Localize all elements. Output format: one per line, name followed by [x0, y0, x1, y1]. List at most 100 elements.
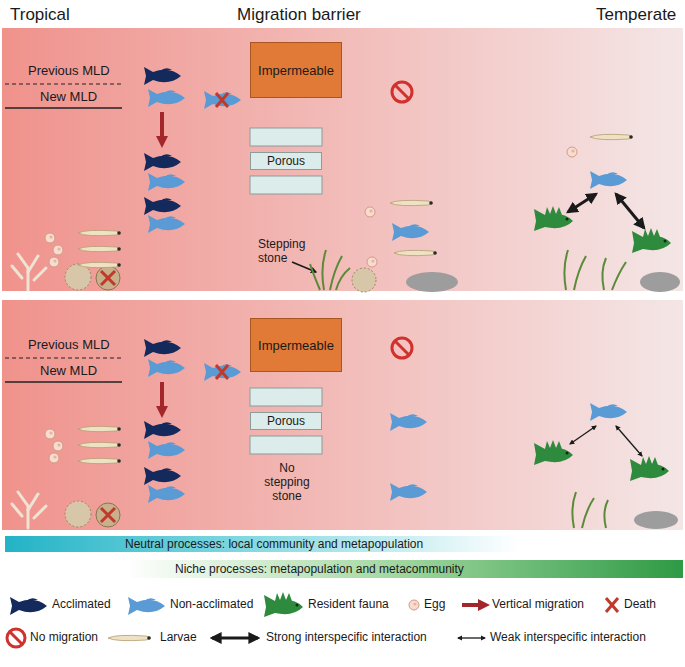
- acclimated-fish: [144, 67, 181, 85]
- grass-blade: [574, 256, 586, 290]
- brain-coral: [65, 264, 91, 290]
- non-acclimated-fish: [590, 403, 627, 421]
- vertical-migration-arrow: [160, 112, 164, 142]
- coral-branch: [34, 268, 46, 280]
- panel-bg: [2, 300, 683, 530]
- death-mark: [216, 365, 228, 379]
- non-acclimated-fish: [148, 215, 185, 233]
- annotation: No stepping stone: [256, 462, 318, 503]
- egg: [53, 441, 63, 451]
- brain-coral: [65, 501, 91, 527]
- node-text: Porous: [267, 414, 305, 428]
- node-text: Impermeable: [258, 338, 334, 353]
- non-acclimated-fish: [148, 89, 185, 107]
- resident-fish: [630, 456, 669, 481]
- egg: [365, 207, 375, 217]
- branching-coral: [12, 492, 46, 528]
- death-mark: [216, 93, 228, 107]
- vertical-migration-arrow: [160, 382, 164, 412]
- strong-interaction: [616, 194, 644, 228]
- egg: [45, 429, 55, 439]
- barrier-slab: Porous: [250, 152, 322, 170]
- no-migration-ring: [392, 82, 412, 102]
- larva: [78, 246, 121, 251]
- seagrass: [572, 492, 608, 528]
- legend-non-acclimated: [128, 597, 165, 615]
- larva: [390, 200, 433, 205]
- grass-blade: [582, 498, 594, 528]
- death-stroke: [216, 365, 228, 379]
- legend-text: Vertical migration: [492, 598, 584, 612]
- legend-resident: [264, 592, 303, 617]
- legend-death: [606, 598, 618, 612]
- weak-interaction: [570, 426, 596, 444]
- non-acclimated-fish: [148, 485, 185, 503]
- larva: [78, 458, 121, 463]
- coral-branch: [12, 266, 22, 278]
- legend-text: Egg: [424, 598, 445, 612]
- process-band: Niche processes: metapopulation and meta…: [125, 560, 683, 578]
- rock: [640, 272, 680, 292]
- larva: [78, 230, 121, 235]
- non-acclimated-fish: [148, 359, 185, 377]
- non-acclimated-fish: [390, 483, 427, 501]
- dead-coral: [96, 266, 120, 290]
- depth-label: Previous MLD: [28, 64, 110, 79]
- non-acclimated-fish: [390, 413, 427, 431]
- egg: [49, 453, 59, 463]
- weak-interaction: [616, 426, 642, 456]
- depth-label: New MLD: [40, 90, 97, 105]
- rock: [406, 272, 458, 292]
- branching-coral: [12, 254, 46, 290]
- legend-no-migration: [7, 629, 25, 647]
- new-mld-line: [5, 381, 122, 383]
- non-acclimated-fish: [148, 441, 185, 459]
- non-acclimated-fish: [148, 173, 185, 191]
- non-acclimated-fish: [590, 171, 627, 189]
- barrier-slab: [250, 176, 322, 194]
- legend-no-migration-slash: [10, 632, 22, 644]
- legend-text: Larvae: [160, 631, 197, 645]
- non-acclimated-fish: [392, 223, 429, 241]
- legend-larva: [108, 635, 151, 640]
- death-stroke: [101, 508, 115, 522]
- depth-label: New MLD: [40, 364, 97, 379]
- death-stroke: [101, 271, 115, 285]
- non-acclimated-fish: [204, 363, 241, 381]
- acclimated-fish: [144, 197, 181, 215]
- node-text: Porous: [267, 154, 305, 168]
- death-mark: [101, 508, 115, 522]
- no-migration-symbol: [392, 82, 412, 102]
- legend-migration-arrow: [462, 603, 484, 607]
- depth-label: Previous MLD: [28, 338, 110, 353]
- bottom-panel: [2, 300, 683, 530]
- strong-interaction: [568, 194, 596, 212]
- dead-coral: [96, 503, 120, 527]
- node-text: Impermeable: [258, 63, 334, 78]
- death-stroke: [101, 271, 115, 285]
- death-stroke: [216, 93, 228, 107]
- barrier-box: Impermeable: [250, 42, 342, 98]
- barrier-slab: [250, 388, 322, 406]
- larva: [78, 442, 121, 447]
- larva: [78, 262, 121, 267]
- coral-branch: [28, 494, 38, 510]
- node-text: Niche processes: metapopulation and meta…: [175, 562, 464, 576]
- resident-fish: [534, 206, 573, 231]
- resident-fish: [534, 440, 573, 465]
- grass-blade: [322, 250, 326, 290]
- grass-blade: [604, 500, 608, 528]
- acclimated-fish: [144, 153, 181, 171]
- rock: [634, 511, 678, 529]
- legend-acclimated: [10, 597, 47, 615]
- seagrass: [564, 250, 626, 290]
- larva: [394, 250, 437, 255]
- legend-text: No migration: [30, 631, 98, 645]
- column-heading: Migration barrier: [237, 5, 361, 25]
- death-stroke: [216, 365, 228, 379]
- non-acclimated-fish: [204, 91, 241, 109]
- no-migration-ring: [392, 338, 412, 358]
- previous-mld-line: [5, 357, 122, 358]
- grass-blade: [602, 258, 606, 290]
- grass-blade: [572, 492, 576, 528]
